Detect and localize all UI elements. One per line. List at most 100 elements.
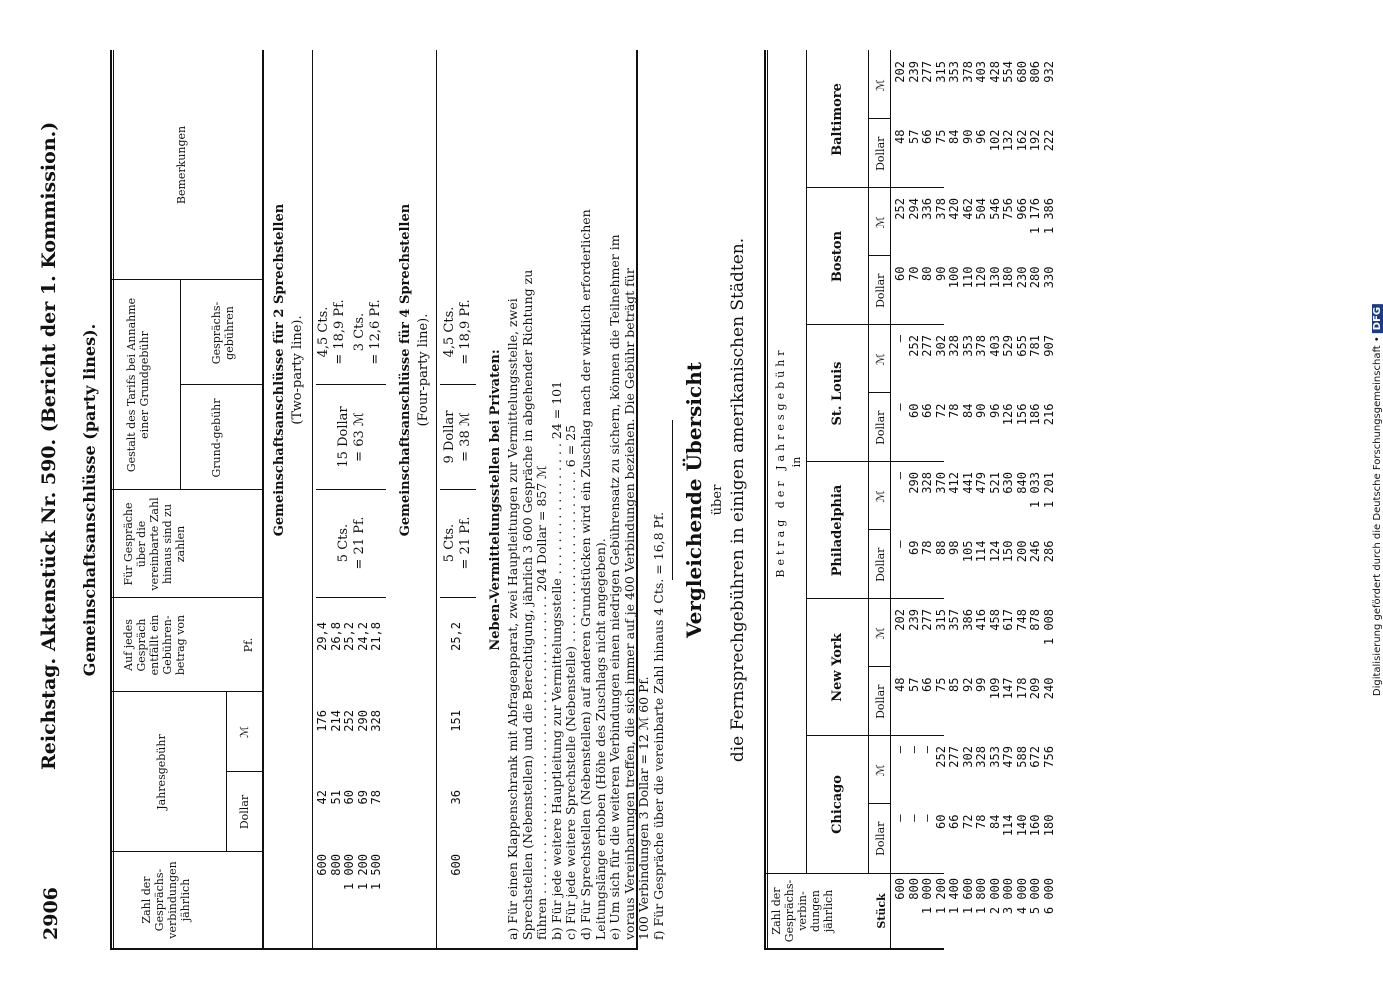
calls-cell: 6 000	[1041, 878, 1056, 915]
fee-cell: 222	[1041, 129, 1056, 152]
mark-subheader: ℳ	[874, 627, 887, 640]
fee-cell: 90	[960, 129, 975, 144]
fee-cell: 302	[960, 746, 975, 768]
fee-cell: 84	[960, 403, 975, 418]
fee-cell: 462	[960, 198, 975, 220]
calls-cell: 1 200	[933, 878, 948, 915]
fee-cell: 479	[974, 472, 988, 494]
calls-cell: 800	[906, 878, 921, 900]
fee-cell: 147	[1001, 677, 1015, 700]
mark-subheader: ℳ	[874, 490, 887, 503]
fee-cell: 252	[893, 198, 907, 220]
fee-cell: 109	[987, 677, 1002, 700]
fee-cell: 1 201	[1041, 472, 1056, 509]
dollar-subheader: Dollar	[874, 410, 887, 445]
calls-cell: 2 000	[987, 878, 1002, 915]
fee-cell: 96	[974, 129, 988, 144]
fee-cell: 378	[974, 335, 988, 357]
fee-cell: 88	[933, 540, 948, 555]
fee-cell: 96	[987, 403, 1002, 418]
fee-cell: 178	[1014, 677, 1029, 700]
fee-cell: 66	[920, 129, 934, 144]
fee-cell: 403	[987, 335, 1002, 357]
fee-cell: 100	[947, 266, 961, 289]
dfg-credit: Digitalisierung gefördert durch die Deut…	[1372, 303, 1383, 696]
dollar-subheader: Dollar	[874, 547, 887, 582]
fee-cell: 102	[987, 129, 1002, 152]
dollar-subheader: Dollar	[874, 136, 887, 171]
fee-cell: 57	[906, 677, 921, 692]
fee-cell: 239	[906, 609, 921, 631]
fee-cell: 98	[947, 540, 961, 555]
fee-cell: 1 176	[1028, 198, 1042, 235]
dfg-logo: DFG	[1372, 303, 1383, 334]
fee-cell: 66	[920, 403, 934, 418]
fee-cell: 186	[1028, 403, 1042, 426]
fee-cell: 180	[1001, 266, 1015, 289]
fee-cell: 294	[906, 198, 921, 220]
fee-cell: 202	[893, 61, 907, 83]
fee-cell: —	[893, 335, 907, 343]
fee-cell: 72	[933, 403, 948, 418]
fee-cell: 209	[1028, 677, 1042, 700]
fee-cell: 277	[920, 61, 934, 83]
fee-cell: 280	[1028, 266, 1042, 289]
fee-cell: 378	[960, 61, 975, 83]
fee-cell: 246	[1028, 540, 1042, 563]
fee-cell: 588	[1014, 746, 1029, 768]
calls-cell: 1 600	[960, 878, 975, 915]
fee-cell: 286	[1041, 540, 1056, 563]
fee-cell: 140	[1014, 814, 1029, 837]
fee-cell: 840	[1014, 472, 1029, 494]
fee-cell: 75	[933, 677, 948, 692]
fee-cell: 521	[987, 472, 1002, 494]
fee-cell: 60	[933, 814, 948, 829]
fee-cell: 328	[974, 746, 988, 768]
fee-cell: 78	[947, 403, 961, 418]
fee-cell: 162	[1014, 129, 1029, 152]
fee-cell: 479	[1001, 746, 1015, 768]
fee-cell: 617	[1001, 609, 1015, 631]
fee-cell: 60	[906, 403, 921, 418]
fee-cell: —	[893, 540, 907, 548]
fee-cell: 240	[1041, 677, 1056, 700]
calls-cell: 4 000	[1014, 878, 1029, 915]
city-name: Boston	[830, 230, 845, 283]
fee-cell: 680	[1014, 61, 1029, 83]
fee-cell: 357	[947, 609, 961, 631]
fee-cell: 120	[974, 266, 988, 289]
fee-cell: 328	[947, 335, 961, 357]
fee-cell: 336	[920, 198, 934, 220]
fee-cell: 70	[906, 266, 921, 281]
fee-cell: 48	[893, 677, 907, 692]
fee-cell: 378	[933, 198, 948, 220]
fee-cell: 105	[960, 540, 975, 563]
calls-cell: 3 000	[1001, 878, 1015, 915]
fee-cell: —	[906, 746, 921, 754]
fee-cell: 277	[947, 746, 961, 768]
fee-cell: —	[920, 746, 934, 754]
dollar-subheader: Dollar	[874, 821, 887, 856]
fee-cell: 655	[1014, 335, 1029, 357]
fee-cell: 672	[1028, 746, 1042, 768]
calls-cell: 1 000	[920, 878, 934, 915]
fee-cell: 84	[987, 814, 1002, 829]
fee-cell: 69	[906, 540, 921, 555]
fee-cell: —	[893, 814, 907, 822]
fee-cell: —	[893, 746, 907, 754]
mark-subheader: ℳ	[874, 353, 887, 366]
fee-cell: 353	[960, 335, 975, 357]
city-name: Chicago	[830, 775, 845, 834]
fee-cell: 1 008	[1041, 609, 1056, 646]
fee-cell: 90	[933, 266, 948, 281]
fee-cell: 630	[1001, 472, 1015, 494]
